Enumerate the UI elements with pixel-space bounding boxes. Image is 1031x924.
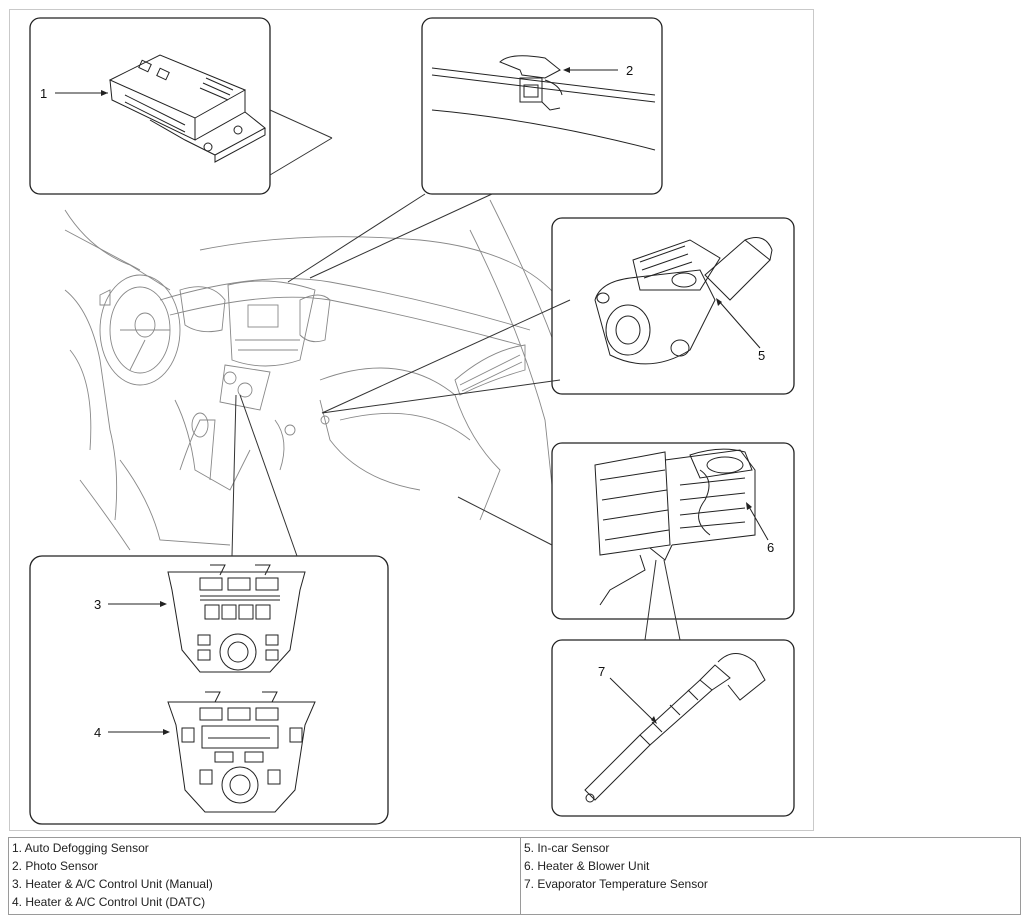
callout-arrow-3 bbox=[160, 601, 167, 607]
callout-arrow-7 bbox=[651, 716, 657, 724]
leader-inset-2 bbox=[287, 193, 493, 283]
callout-number-4: 4 bbox=[94, 725, 101, 740]
legend-column-right: 5. In-car Sensor 6. Heater & Blower Unit… bbox=[521, 838, 1021, 915]
leader-inset-1 bbox=[269, 109, 333, 176]
callout-arrow-2 bbox=[563, 67, 570, 73]
inset-photo-sensor bbox=[421, 17, 663, 195]
callout-number-2: 2 bbox=[626, 63, 633, 78]
datc-control-unit-drawing bbox=[167, 691, 316, 813]
inset-control-units bbox=[29, 555, 389, 825]
legend-table: 1. Auto Defogging Sensor 2. Photo Sensor… bbox=[8, 837, 1021, 915]
inset-heater-blower-unit bbox=[551, 442, 795, 620]
callout-number-7: 7 bbox=[598, 664, 605, 679]
callout-number-5: 5 bbox=[758, 348, 765, 363]
callout-arrow-5 bbox=[716, 298, 722, 306]
legend-item-5: 5. In-car Sensor bbox=[524, 841, 610, 855]
callout-line-7 bbox=[609, 677, 656, 723]
legend-item-3: 3. Heater & A/C Control Unit (Manual) bbox=[12, 877, 213, 891]
figure-frame bbox=[9, 9, 814, 831]
callout-arrow-1 bbox=[101, 90, 108, 96]
in-car-sensor-drawing bbox=[594, 237, 773, 365]
legend-item-7: 7. Evaporator Temperature Sensor bbox=[524, 877, 708, 891]
legend-item-1: 1. Auto Defogging Sensor bbox=[12, 841, 149, 855]
callout-number-6: 6 bbox=[767, 540, 774, 555]
leader-inset-5 bbox=[321, 299, 571, 414]
evaporator-temperature-sensor-drawing bbox=[584, 653, 766, 803]
leader-inset-6-to-7 bbox=[644, 559, 681, 641]
manual-control-unit-drawing bbox=[167, 564, 306, 673]
legend-column-left: 1. Auto Defogging Sensor 2. Photo Sensor… bbox=[8, 837, 521, 915]
callout-arrow-6 bbox=[746, 502, 752, 510]
legend-item-2: 2. Photo Sensor bbox=[12, 859, 99, 873]
inset-evaporator-temperature-sensor bbox=[551, 639, 795, 817]
callout-number-3: 3 bbox=[94, 597, 101, 612]
inset-in-car-sensor bbox=[551, 217, 795, 395]
callout-number-1: 1 bbox=[40, 86, 47, 101]
component-location-diagram: 1 2 3 4 5 6 7 bbox=[29, 17, 795, 825]
legend-item-6: 6. Heater & Blower Unit bbox=[524, 859, 650, 873]
callout-arrow-4 bbox=[163, 729, 170, 735]
photo-sensor-drawing bbox=[431, 55, 656, 151]
auto-defogging-sensor-drawing bbox=[108, 54, 266, 163]
inset-auto-defogging-sensor bbox=[29, 17, 271, 195]
callout-line-5 bbox=[717, 299, 761, 349]
leader-inset-control bbox=[231, 394, 298, 557]
callout-line-6 bbox=[747, 504, 769, 541]
dashboard-illustration bbox=[64, 199, 561, 561]
legend-item-4: 4. Heater & A/C Control Unit (DATC) bbox=[12, 895, 206, 909]
leader-inset-6 bbox=[457, 496, 553, 546]
heater-blower-unit-drawing bbox=[594, 448, 756, 606]
legend-row: 1. Auto Defogging Sensor 2. Photo Sensor… bbox=[8, 837, 1021, 915]
